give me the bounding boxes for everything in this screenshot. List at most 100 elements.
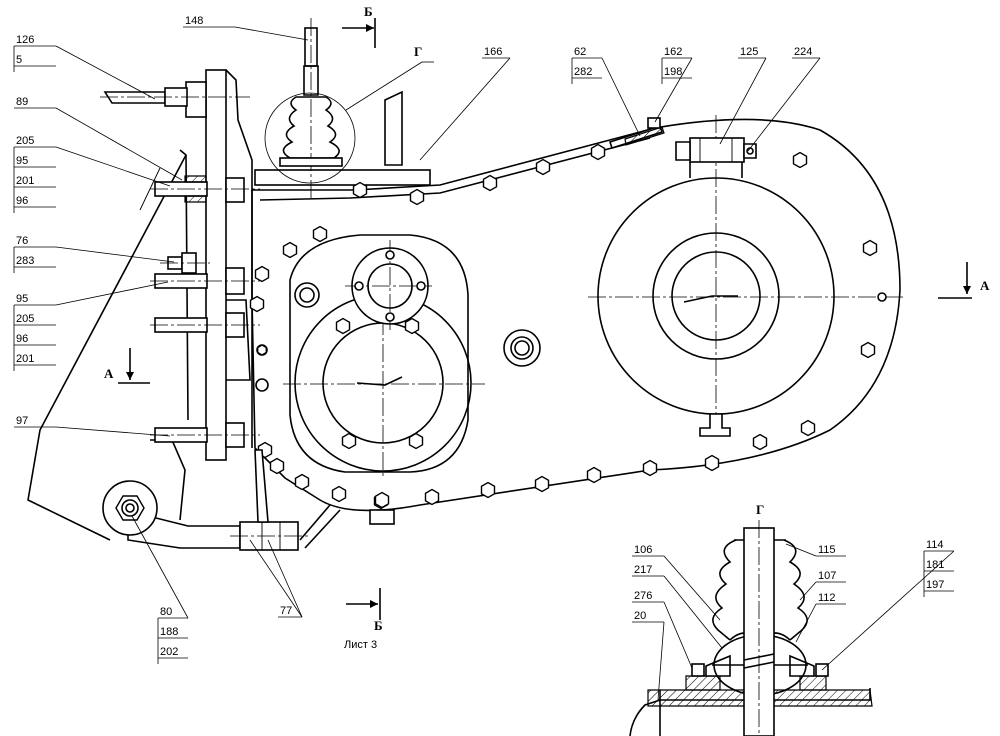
callout-112: 112 <box>816 592 846 605</box>
leader-line <box>55 246 175 263</box>
callout-126: 126 5 <box>13 34 56 72</box>
callout-number: 95 <box>16 155 28 167</box>
hex-bolt-icon <box>374 491 390 509</box>
section-b-top: Б <box>364 4 373 19</box>
leader-line <box>55 45 156 100</box>
hex-bolt-icon <box>269 457 285 475</box>
callout-76: 76 283 <box>13 235 56 273</box>
callout-number: 114 <box>926 539 944 551</box>
callout-number: 97 <box>16 415 28 427</box>
callout-number: 205 <box>16 313 34 325</box>
hex-bolt-icon <box>352 181 368 199</box>
callout-number: 202 <box>160 646 178 658</box>
detail-g-marker: Г <box>414 44 422 59</box>
callout-number: 181 <box>926 559 944 571</box>
leader-line <box>234 26 309 41</box>
callout-148: 148 <box>183 15 235 28</box>
callout-115: 115 <box>816 544 846 557</box>
hex-bolt-icon <box>642 459 658 477</box>
callout-125: 125 <box>738 46 766 59</box>
callout-number: 95 <box>16 293 28 305</box>
callout-number: 112 <box>818 592 836 604</box>
callout-224: 224 <box>792 46 820 59</box>
callout-number: 20 <box>634 610 646 622</box>
hex-bolt-icon <box>586 466 602 484</box>
leader-line <box>663 575 723 649</box>
gearbox-housing <box>251 90 901 525</box>
section-b-bottom: Б <box>374 618 383 633</box>
hex-bolt-icon <box>341 432 357 450</box>
callout-number: 89 <box>16 96 28 108</box>
detail-g-title: Г <box>756 502 764 517</box>
hex-bolt-icon <box>535 158 551 176</box>
callout-number: 197 <box>926 579 944 591</box>
callout-number: 80 <box>160 606 172 618</box>
callout-number: 283 <box>16 255 34 267</box>
leader-line <box>55 281 169 306</box>
callout-number: 201 <box>16 175 34 187</box>
callout-276: 276 <box>632 590 664 603</box>
callout-20: 20 <box>632 610 664 623</box>
callout-97: 97 <box>14 415 56 428</box>
leader-line <box>719 57 767 145</box>
callout-leaders <box>55 26 955 701</box>
leader-line <box>663 555 721 621</box>
callout-217: 217 <box>632 564 664 577</box>
callout-number: 198 <box>664 66 682 78</box>
callout-number: 5 <box>16 54 22 66</box>
callout-number: 96 <box>16 333 28 345</box>
callout-number: 166 <box>484 46 502 58</box>
callout-80: 80 188 202 <box>157 606 188 664</box>
callout-number: 276 <box>634 590 652 602</box>
callout-107: 107 <box>816 570 846 583</box>
hex-bolt-icon <box>312 225 328 243</box>
hex-bolt-icon <box>331 485 347 503</box>
callout-number: 76 <box>16 235 28 247</box>
callout-114: 114 181 197 <box>923 539 954 597</box>
oval-cover <box>255 234 541 478</box>
callout-number: 217 <box>634 564 652 576</box>
leader-line <box>419 57 511 161</box>
callout-number: 126 <box>16 34 34 46</box>
callout-labels: 148 126 5 89 205 95 201 96 76 283 95 205 96 20 197 80 18… <box>13 15 954 664</box>
callout-number: 205 <box>16 135 34 147</box>
leader-line <box>131 515 189 619</box>
callout-77: 77 <box>278 605 302 618</box>
hex-bolt-icon <box>862 239 878 257</box>
detail-g-view <box>629 520 873 736</box>
hex-bolt-icon <box>480 481 496 499</box>
hex-bolt-icon <box>860 341 876 359</box>
hex-bolt-icon <box>590 143 606 161</box>
leader-line <box>267 539 303 618</box>
hex-bolt-icon <box>534 475 550 493</box>
callout-number: 96 <box>16 195 28 207</box>
callout-number: 188 <box>160 626 178 638</box>
bolt-set-left <box>100 87 260 448</box>
callout-number: 62 <box>574 46 586 58</box>
leader-line <box>747 57 821 152</box>
callout-number: 115 <box>818 544 836 556</box>
hex-bolt-icon <box>704 454 720 472</box>
hex-bolt-icon <box>254 265 270 283</box>
leader-line <box>55 107 183 181</box>
hex-bolt-icon <box>482 174 498 192</box>
hex-bolts <box>249 143 878 510</box>
mounting-plate <box>185 69 253 461</box>
leader-line <box>249 539 303 618</box>
sheet-ref: Лист 3 <box>344 639 377 651</box>
leader-line <box>795 603 817 643</box>
hex-bolt-icon <box>257 344 267 356</box>
callout-89: 89 <box>14 96 56 109</box>
leader-line <box>657 621 665 701</box>
section-a-right: А <box>980 278 990 293</box>
callout-number: 224 <box>794 46 812 58</box>
hex-bolt-icon <box>752 433 768 451</box>
callout-106: 106 <box>632 544 664 557</box>
hex-bolt-icon <box>792 151 808 169</box>
lower-linkage <box>102 449 341 551</box>
callout-number: 77 <box>280 605 292 617</box>
